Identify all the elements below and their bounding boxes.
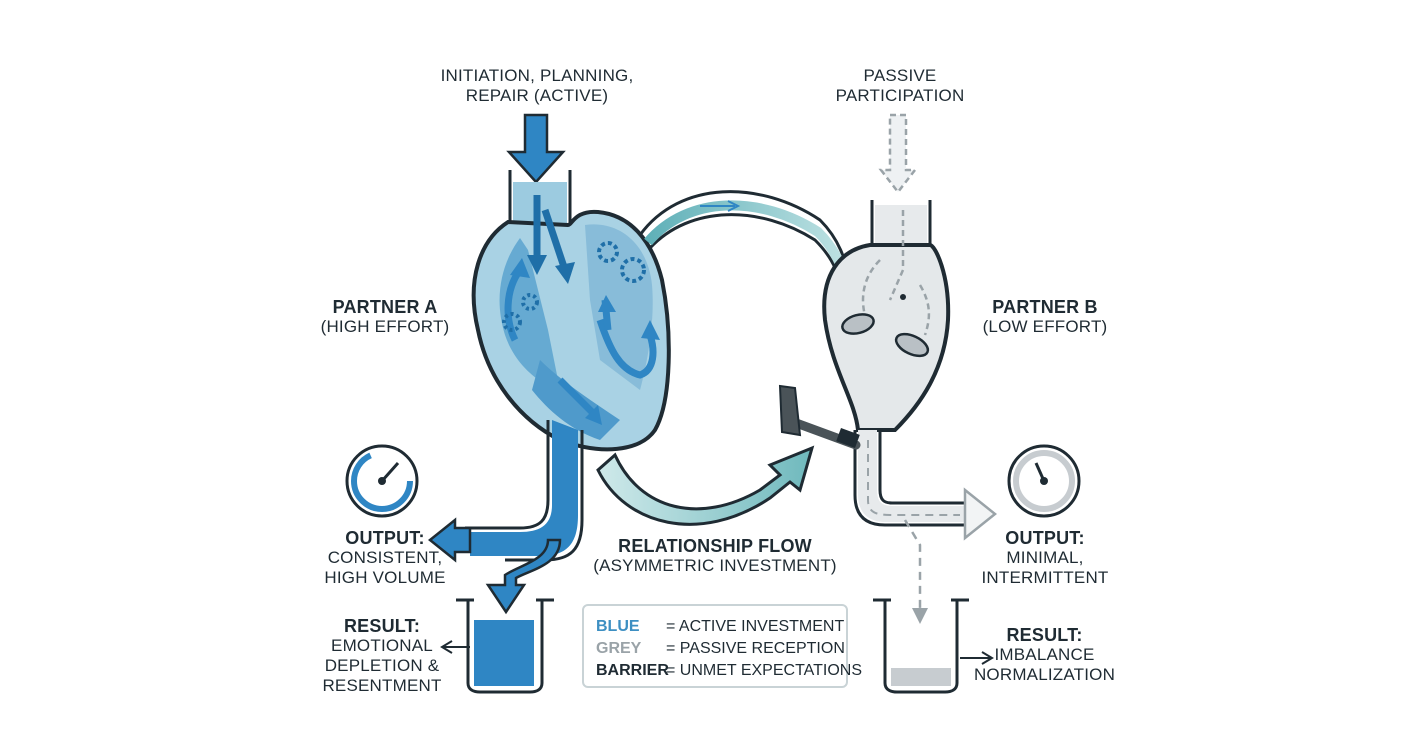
gear-icon xyxy=(597,241,619,263)
legend-row-blue: BLUE = ACTIVE INVESTMENT xyxy=(596,616,844,638)
legend: BLUE = ACTIVE INVESTMENT GREY = PASSIVE RE… xyxy=(582,604,862,688)
result-a-label: RESULT: EMOTIONAL DEPLETION & RESENTMENT xyxy=(322,616,442,695)
output-a-label: OUTPUT: CONSISTENT, HIGH VOLUME xyxy=(324,528,446,587)
partner-a-heart xyxy=(427,113,671,615)
active-input-arrow xyxy=(506,113,566,184)
output-b-label: OUTPUT: MINIMAL, INTERMITTENT xyxy=(981,528,1109,587)
relationship-flow-arrow xyxy=(596,445,815,526)
legend-desc: = ACTIVE INVESTMENT xyxy=(666,618,845,635)
partner-a-gauge-icon xyxy=(345,444,419,518)
partner-b-label: PARTNER B (LOW EFFORT) xyxy=(982,297,1108,336)
legend-key: GREY xyxy=(596,640,642,657)
gear-icon xyxy=(502,312,522,332)
top-right-label: PASSIVE PARTICIPATION xyxy=(835,66,965,105)
gear-icon xyxy=(521,293,539,311)
passive-input-arrow xyxy=(878,113,918,195)
legend-row-barrier: BARRIER= UNMET EXPECTATIONS xyxy=(596,660,862,682)
partner-b-beaker xyxy=(873,598,969,694)
partner-a-beaker xyxy=(456,598,554,694)
relationship-flow-label: RELATIONSHIP FLOW (ASYMMETRIC INVESTMENT… xyxy=(593,536,837,575)
legend-desc: = UNMET EXPECTATIONS xyxy=(666,662,863,679)
partner-b-gauge-icon xyxy=(1007,444,1081,518)
legend-key: BARRIER xyxy=(596,662,669,679)
partner-b-heart xyxy=(822,113,998,624)
top-left-label: INITIATION, PLANNING, REPAIR (ACTIVE) xyxy=(440,66,634,105)
partner-a-label: PARTNER A (HIGH EFFORT) xyxy=(320,297,450,336)
legend-desc: = PASSIVE RECEPTION xyxy=(666,640,845,657)
gear-icon xyxy=(620,257,646,283)
legend-key: BLUE xyxy=(596,618,640,635)
legend-row-grey: GREY = PASSIVE RECEPTION xyxy=(596,638,845,660)
barrier-valve xyxy=(778,384,861,450)
result-b-label: RESULT: IMBALANCE NORMALIZATION xyxy=(973,625,1116,684)
